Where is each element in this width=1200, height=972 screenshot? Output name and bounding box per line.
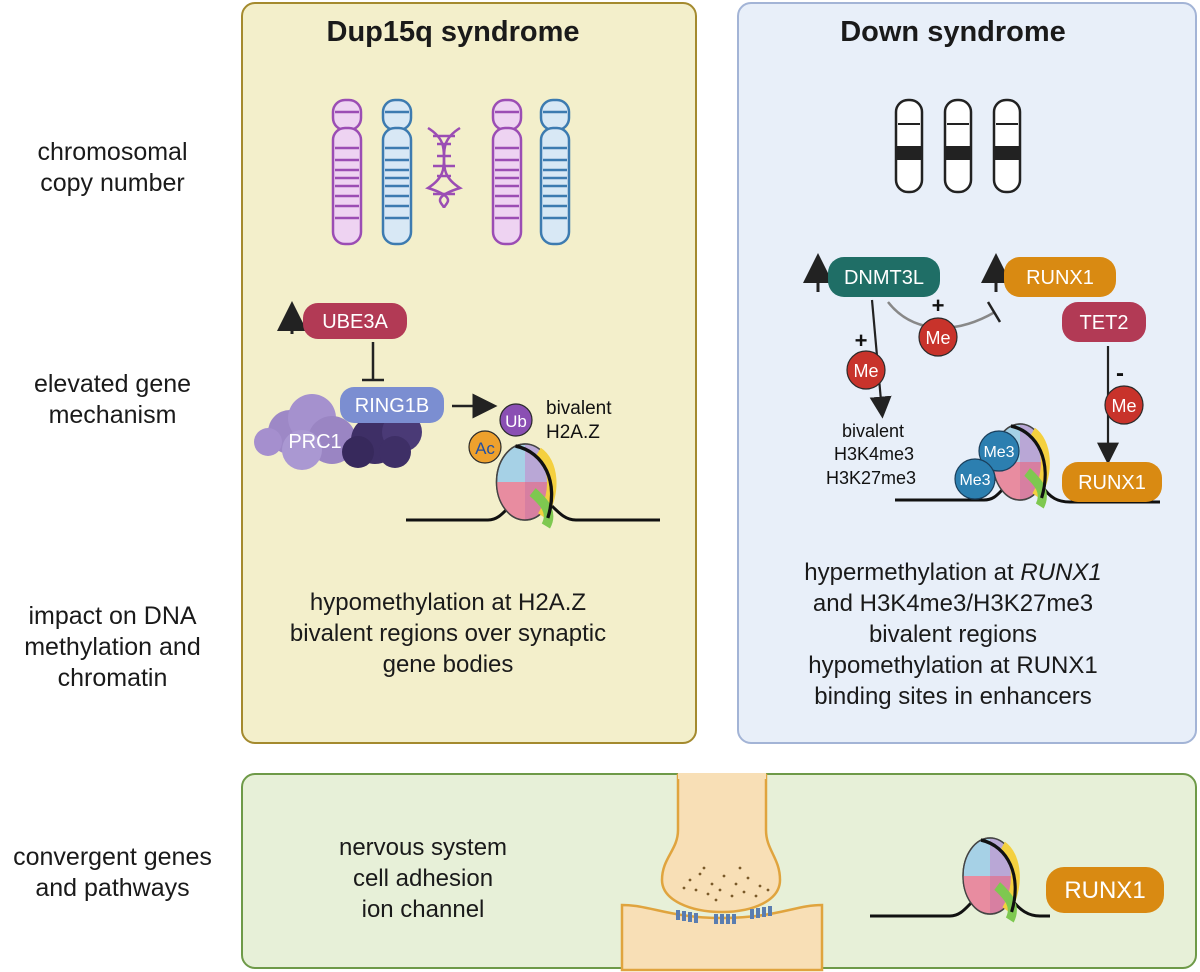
h3k27me3-label: H3K27me3 (826, 468, 916, 488)
dna-helix-icon (425, 126, 463, 209)
chromosome-icon (491, 98, 523, 246)
svg-text:Ub: Ub (505, 412, 527, 431)
dup15q-chromosomes (331, 98, 571, 246)
runx1-bottom-label: RUNX1 (1078, 472, 1146, 494)
svg-text:Me3: Me3 (959, 472, 990, 489)
down-impact-text: hypermethylation at RUNX1 and H3K4me3/H3… (804, 559, 1102, 710)
chromosome-icon (992, 98, 1022, 194)
down-title: Down syndrome (840, 16, 1066, 48)
ube3a-pill (303, 303, 407, 339)
row-label-convergent: convergent genes and pathways (13, 843, 212, 902)
ring1b-pill (340, 387, 444, 423)
h3k4me3-label: H3K4me3 (834, 444, 914, 464)
runx1-convergent-pill (1046, 867, 1164, 913)
prc1-label: PRC1 (288, 431, 341, 453)
trimethyl-mark-icon (978, 430, 1020, 472)
methyl-mark-icon (1104, 385, 1144, 425)
dup15q-impact-text: hypomethylation at H2A.Z bivalent region… (289, 589, 607, 678)
chromosome-icon (539, 98, 571, 246)
svg-text:Me3: Me3 (983, 444, 1014, 461)
dup15q-mechanism: UBE3A PRC1 RING1B Ac Ub bivalent H2A.Z (254, 301, 660, 526)
methyl-mark-icon (846, 350, 886, 390)
svg-text:Me: Me (1111, 396, 1136, 416)
svg-text:Me: Me (853, 361, 878, 381)
runx1-bottom-pill (1062, 462, 1162, 502)
row-label-chromosomal: chromosomal copy number (37, 138, 188, 197)
h2az-label: H2A.Z (546, 422, 600, 443)
ubiquitin-mark-icon (499, 403, 533, 437)
trimethyl-mark-icon (954, 458, 996, 500)
runx1-convergent-label: RUNX1 (1064, 877, 1145, 904)
nucleosome-icon (963, 838, 1017, 920)
tet2-label: TET2 (1080, 312, 1129, 334)
row-label-mechanism: elevated gene mechanism (33, 370, 192, 429)
ring1b-label: RING1B (355, 395, 429, 417)
methyl-mark-icon (918, 317, 958, 357)
dup15q-title: Dup15q syndrome (326, 16, 580, 48)
plus-sign: + (855, 328, 868, 353)
minus-sign: - (1116, 360, 1124, 387)
runx1-top-pill (1004, 257, 1116, 297)
svg-text:Me: Me (925, 328, 950, 348)
synapse-icon (620, 773, 824, 972)
acetyl-mark-icon (468, 430, 502, 464)
chromosome-icon (943, 98, 973, 194)
prc1-complex-icon (254, 394, 422, 470)
chromosome-icon (381, 98, 413, 246)
bivalent-label: bivalent (842, 421, 904, 441)
dnmt3l-pill (828, 257, 940, 297)
nucleosome-icon (497, 444, 554, 526)
dnmt3l-label: DNMT3L (844, 267, 924, 289)
bivalent-label: bivalent (546, 398, 612, 419)
svg-text:Ac: Ac (475, 439, 495, 458)
chromosome-icon (894, 98, 924, 194)
plus-sign: + (932, 293, 945, 318)
dup15q-panel: Dup15q syndrome hypomethylation at H2A.Z… (241, 2, 697, 744)
convergent-terms: nervous system cell adhesion ion channel (338, 834, 508, 923)
down-mechanism: DNMT3L RUNX1 + Me + Me bivalent H3K4me3 … (803, 253, 1162, 506)
tet2-pill (1062, 302, 1146, 342)
chromosome-icon (331, 98, 363, 246)
convergent-nucleosome: RUNX1 (870, 838, 1164, 920)
ube3a-label: UBE3A (322, 311, 388, 333)
row-label-impact: impact on DNA methylation and chromatin (24, 602, 201, 692)
runx1-top-label: RUNX1 (1026, 267, 1094, 289)
down-chromosomes (894, 98, 1022, 194)
